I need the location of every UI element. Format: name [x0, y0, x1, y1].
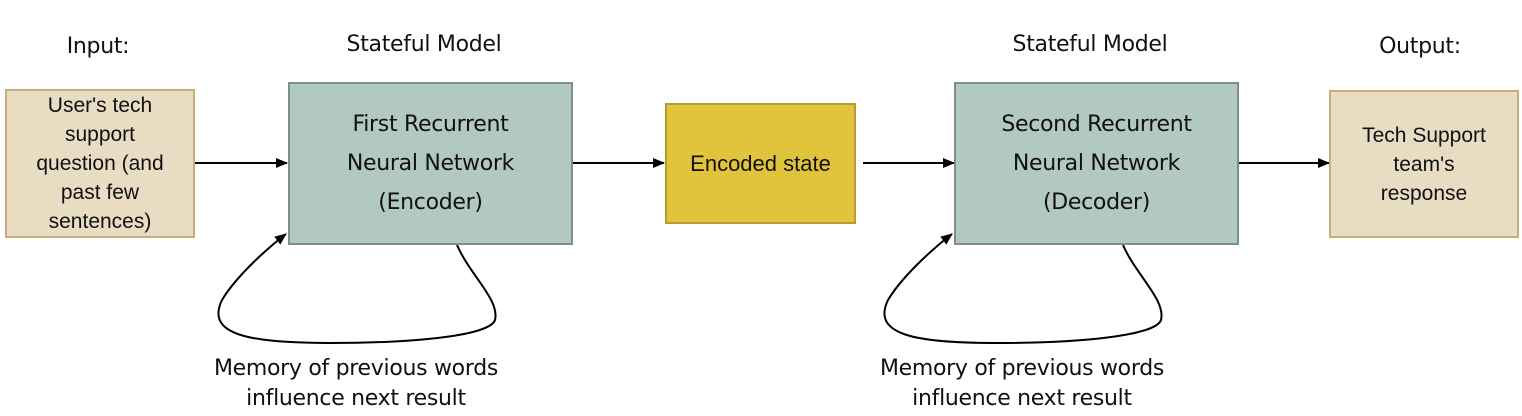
encoder-node-line: First Recurrent — [352, 112, 509, 137]
decoder-node-line: Second Recurrent — [1001, 112, 1192, 137]
caption-line: influence next result — [246, 386, 466, 411]
encoder-node-line: (Encoder) — [378, 190, 483, 215]
encoder-loop-caption: Memory of previous words influence next … — [214, 354, 498, 414]
decoder-loop-caption: Memory of previous words influence next … — [880, 354, 1164, 414]
output-node: Tech Support team's response — [1329, 90, 1519, 238]
input-node-line: sentences) — [48, 210, 152, 233]
decoder-memory-loop — [883, 233, 1163, 345]
encoded-state-label: Encoded state — [690, 150, 831, 176]
output-node-line: response — [1380, 181, 1468, 205]
encoder-node: First Recurrent Neural Network (Encoder) — [288, 82, 573, 245]
input-node-line: question (and — [36, 152, 164, 175]
input-node-line: support — [64, 123, 136, 146]
decoder-node-line: Neural Network — [1012, 151, 1181, 176]
input-node-line: past few — [60, 181, 140, 204]
output-node-line: team's — [1393, 152, 1455, 176]
decoder-node-line: (Decoder) — [1042, 190, 1151, 215]
caption-line: influence next result — [912, 386, 1132, 411]
output-heading: Output: — [1379, 34, 1461, 59]
output-node-line: Tech Support — [1362, 123, 1486, 147]
input-node: User's tech support question (and past f… — [5, 89, 195, 238]
caption-line: Memory of previous words — [879, 356, 1165, 381]
encoder-stateful-model-heading: Stateful Model — [346, 32, 502, 57]
decoder-node: Second Recurrent Neural Network (Decoder… — [954, 82, 1239, 245]
encoder-memory-loop — [217, 233, 497, 345]
decoder-stateful-model-heading: Stateful Model — [1012, 32, 1168, 57]
caption-line: Memory of previous words — [213, 356, 499, 381]
encoder-node-line: Neural Network — [346, 151, 515, 176]
encoded-state-node: Encoded state — [665, 103, 856, 224]
input-node-line: User's tech — [47, 94, 153, 117]
input-heading: Input: — [66, 34, 130, 59]
